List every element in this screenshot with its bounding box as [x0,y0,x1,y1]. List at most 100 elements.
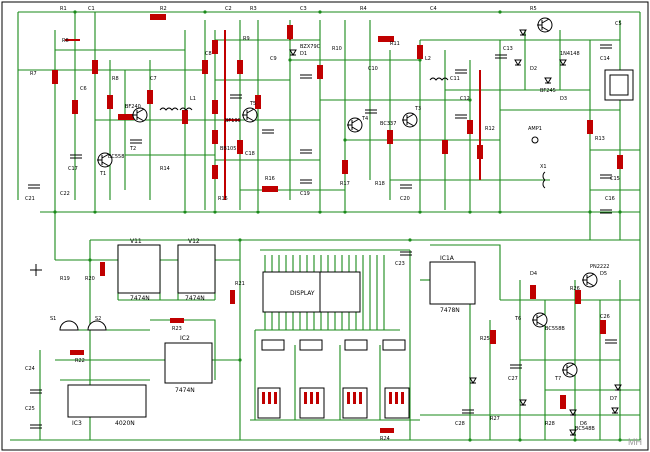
svg-text:IC1A: IC1A [440,255,455,262]
svg-text:C28: C28 [455,421,465,427]
svg-text:R17: R17 [340,181,350,187]
svg-text:R3: R3 [250,6,257,12]
svg-text:C26: C26 [600,314,610,320]
svg-text:BF240: BF240 [125,104,141,110]
svg-text:V12: V12 [188,238,200,245]
crosshair-marker [30,264,42,276]
svg-text:D5: D5 [600,271,607,277]
svg-text:PN2222: PN2222 [590,264,609,270]
svg-text:R12: R12 [485,126,495,132]
antenna: X1 [540,164,547,189]
svg-text:R5: R5 [530,6,537,12]
svg-text:BC337: BC337 [380,121,396,127]
svg-text:BZX79C: BZX79C [300,44,321,50]
svg-text:R15: R15 [218,196,228,202]
junctions [53,10,622,442]
svg-text:R24: R24 [380,436,390,442]
svg-text:C5: C5 [615,21,622,27]
switch-headers [261,339,406,351]
svg-text:R9: R9 [243,36,250,42]
svg-text:V11: V11 [130,238,142,245]
svg-text:T5: T5 [249,101,256,107]
svg-text:C24: C24 [25,366,35,372]
svg-text:C1: C1 [88,6,95,12]
svg-text:S2: S2 [95,316,101,322]
svg-text:R23: R23 [172,326,182,332]
diode-labels: BZX79C 1N4148 BB105 [220,44,580,152]
ic-u2-label: 7474N [185,295,205,302]
svg-text:C17: C17 [68,166,78,172]
svg-text:R14: R14 [160,166,170,172]
ic-u3: IC1A 7478N [429,255,476,314]
transistors [97,17,598,378]
svg-text:BF245: BF245 [540,88,556,94]
svg-text:C8: C8 [205,51,212,57]
svg-text:T2: T2 [129,146,136,152]
svg-text:BF199: BF199 [225,118,241,124]
svg-text:IC3: IC3 [72,420,82,427]
amp-point: AMP1 [528,126,542,144]
svg-text:L1: L1 [190,96,196,102]
svg-text:D6: D6 [580,421,587,427]
svg-text:D4: D4 [530,271,537,277]
ic-u3-label: 7478N [440,307,460,314]
antenna-label: X1 [540,164,547,170]
ic-u4-label: 7474N [175,387,195,394]
svg-text:R8: R8 [112,76,119,82]
push-buttons [59,320,107,331]
svg-text:R18: R18 [375,181,385,187]
svg-text:D7: D7 [610,396,617,402]
svg-text:T4: T4 [361,116,368,122]
svg-text:R4: R4 [360,6,367,12]
capacitors [28,44,617,429]
svg-text:R13: R13 [595,136,605,142]
svg-text:C6: C6 [80,86,87,92]
svg-text:C27: C27 [508,376,518,382]
svg-text:C3: C3 [300,6,307,12]
svg-text:BC548B: BC548B [575,426,595,432]
connector [604,69,634,101]
svg-text:C14: C14 [600,56,610,62]
ic-u2: V12 7474N [177,238,216,302]
svg-text:BB105: BB105 [220,146,236,152]
svg-text:T1: T1 [99,171,106,177]
svg-text:R26: R26 [570,286,580,292]
svg-text:R28: R28 [545,421,555,427]
svg-text:R1: R1 [60,6,67,12]
svg-text:BC558: BC558 [108,154,124,160]
svg-text:C2: C2 [225,6,232,12]
svg-text:C19: C19 [300,191,310,197]
svg-text:C9: C9 [270,56,277,62]
ic-u5-label: 4020N [115,420,135,427]
svg-text:R10: R10 [332,46,342,52]
ic-u1-label: 7474N [130,295,150,302]
counter-ic: DISPLAY [262,271,361,313]
svg-text:R2: R2 [160,6,167,12]
svg-text:C23: C23 [395,261,405,267]
svg-text:R7: R7 [30,71,37,77]
coils [159,77,449,111]
ic-u5: IC3 4020N [67,384,147,427]
transistor-labels: BC558 BF240 BF199 BF245 BC558B BC548B PN… [108,88,609,432]
svg-text:C15: C15 [610,176,620,182]
ic-u4: IC2 7474N [164,335,213,394]
svg-text:C25: C25 [25,406,35,412]
author-initials: MH [628,437,642,447]
svg-text:R22: R22 [75,358,85,364]
svg-text:T3: T3 [414,106,421,112]
svg-text:R16: R16 [265,176,275,182]
svg-text:C16: C16 [605,196,615,202]
counter-ic-label: DISPLAY [290,290,315,297]
rf-traces [65,25,481,200]
svg-text:C10: C10 [368,66,378,72]
svg-text:D2: D2 [530,66,537,72]
svg-text:C13: C13 [503,46,513,52]
svg-text:C18: C18 [245,151,255,157]
svg-text:BC558B: BC558B [545,326,565,332]
svg-text:L2: L2 [425,56,431,62]
diodes [289,29,622,436]
svg-text:1N4148: 1N4148 [560,51,580,57]
svg-text:R19: R19 [60,276,70,282]
